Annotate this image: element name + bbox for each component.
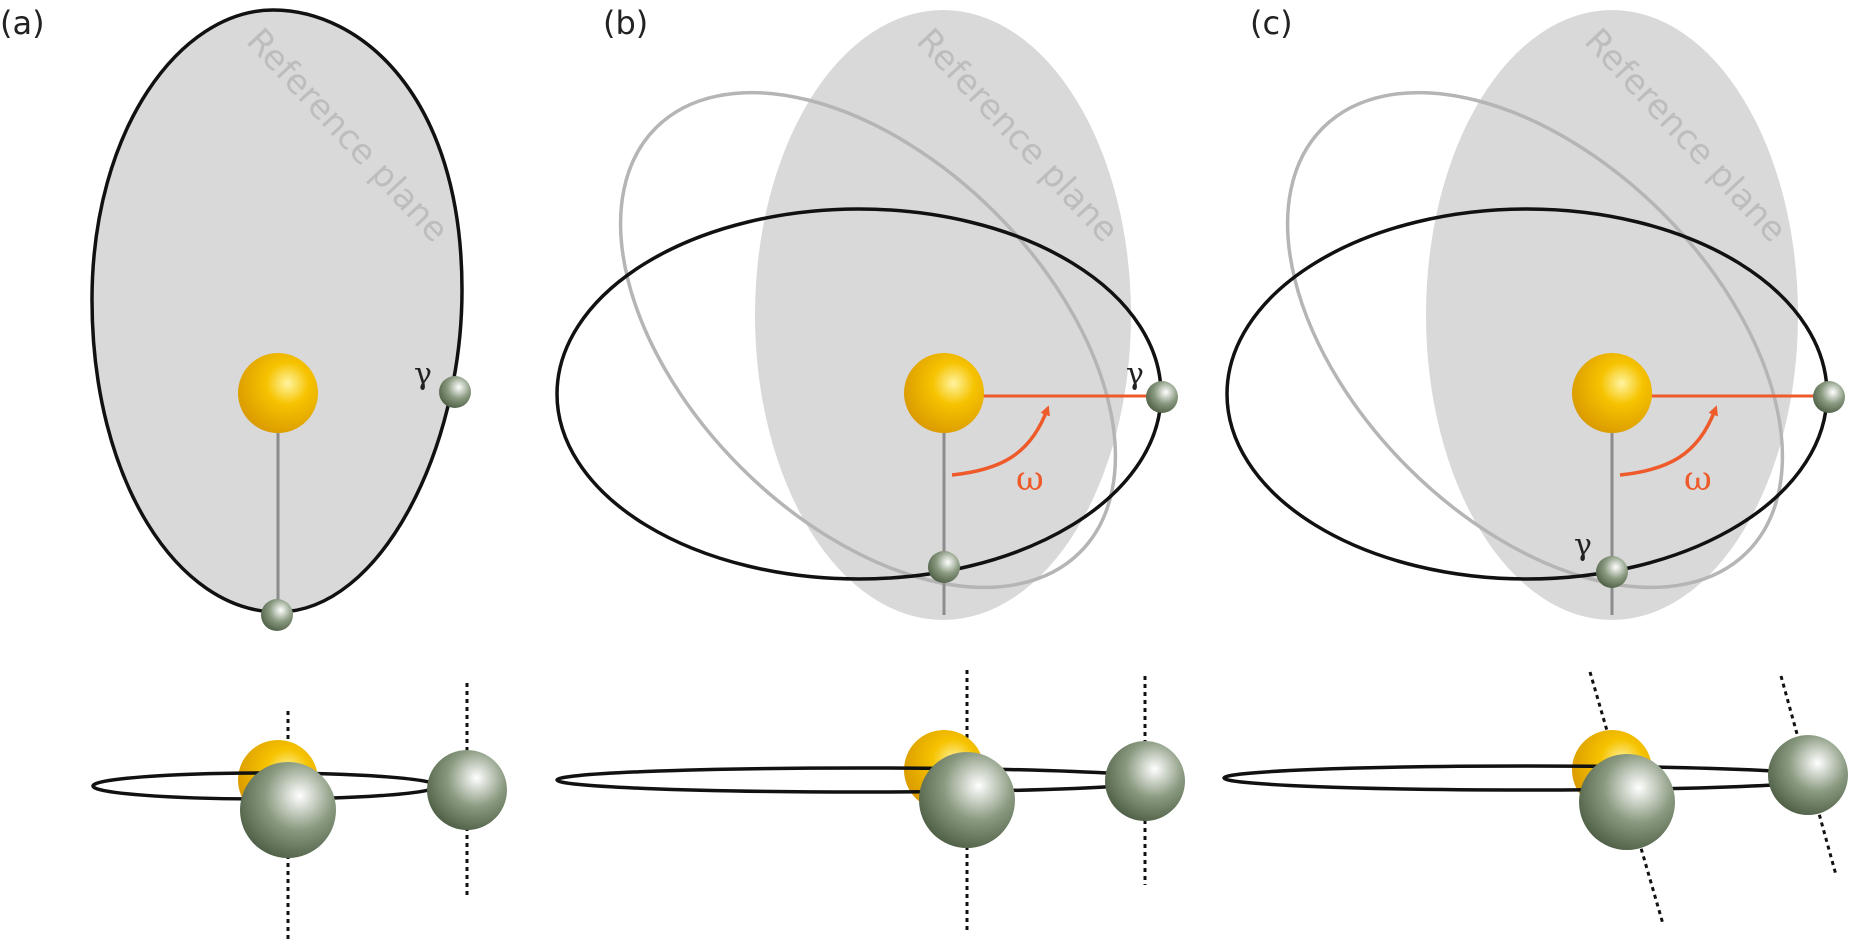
panel-a-planet-edge-on-right [427, 750, 507, 830]
panel-b-omega-arrow [951, 405, 1050, 477]
panel-c-planet-edge-on-front [1579, 754, 1675, 850]
panel-c-planet-edge-on-right [1768, 735, 1848, 815]
panel-a-planet-node [261, 599, 293, 631]
panel-c-initial-orbit [1285, 90, 1785, 590]
panel-b-planet-node [928, 551, 960, 583]
panel-b-omega-label: ω [1016, 459, 1044, 499]
panel-c-label: (c) [1250, 4, 1293, 42]
panel-b-star [904, 353, 984, 433]
panel-b-gamma-label: γ [1126, 357, 1144, 392]
panel-b-orbit-edge-on [555, 766, 1165, 794]
panel-c-star [1572, 353, 1652, 433]
panel-a-planet-vernal [439, 376, 471, 408]
panel-a-planet-edge-on-front [240, 762, 336, 858]
panel-c-gamma-label: γ [1574, 528, 1592, 563]
panel-a: (a) Reference plane γ [0, 4, 507, 939]
panel-b-planet-vernal [1146, 381, 1178, 413]
panel-c-reference-plane [1426, 10, 1798, 620]
panel-b: (b) Reference plane ω γ [555, 4, 1185, 930]
panel-b-reference-plane [755, 10, 1131, 620]
panel-c-spin-axis-planet [1779, 675, 1838, 876]
panel-c-orbit-edge-on [1222, 764, 1832, 792]
panel-a-gamma-label: γ [414, 357, 432, 392]
panel-c: (c) Reference plane ω γ [1222, 4, 1848, 925]
panel-c-planet-vernal [1596, 556, 1628, 588]
panel-c-omega-arrow [1619, 405, 1718, 477]
panel-c-omega-label: ω [1684, 459, 1712, 499]
panel-a-star [238, 353, 318, 433]
panel-b-label: (b) [603, 4, 648, 42]
panel-c-planet-periapsis [1813, 381, 1845, 413]
panel-b-planet-edge-on-front [919, 752, 1015, 848]
panel-b-planet-edge-on-right [1105, 741, 1185, 821]
panel-b-initial-orbit [618, 90, 1118, 590]
panel-a-label: (a) [0, 4, 45, 42]
